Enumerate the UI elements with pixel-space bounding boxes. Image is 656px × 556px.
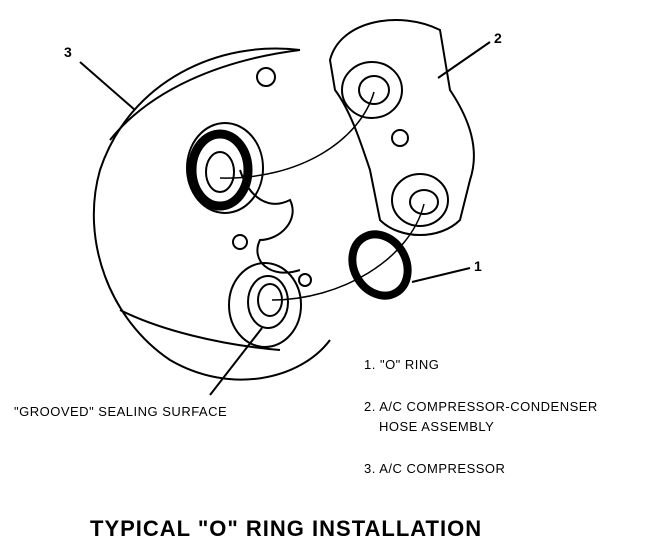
legend-item-2-continued: HOSE ASSEMBLY xyxy=(379,419,495,434)
figure-title: TYPICAL "O" RING INSTALLATION xyxy=(90,516,483,541)
upper-port xyxy=(186,122,264,214)
callout-1: 1 xyxy=(474,258,482,274)
o-ring xyxy=(348,230,412,300)
alignment-lines xyxy=(219,91,425,301)
callout-2: 2 xyxy=(494,30,502,46)
grooved-sealing-surface-label: "GROOVED" SEALING SURFACE xyxy=(14,404,228,419)
callout-3: 3 xyxy=(64,44,72,60)
legend-item-1: 1. "O" RING xyxy=(364,357,440,372)
legend-item-2: 2. A/C COMPRESSOR-CONDENSER xyxy=(364,399,598,414)
lower-port-grooved-surface xyxy=(228,262,302,348)
hose-assembly xyxy=(328,19,475,236)
leader-lines xyxy=(79,41,491,396)
compressor-body xyxy=(92,47,331,381)
legend-item-3: 3. A/C COMPRESSOR xyxy=(364,461,506,476)
